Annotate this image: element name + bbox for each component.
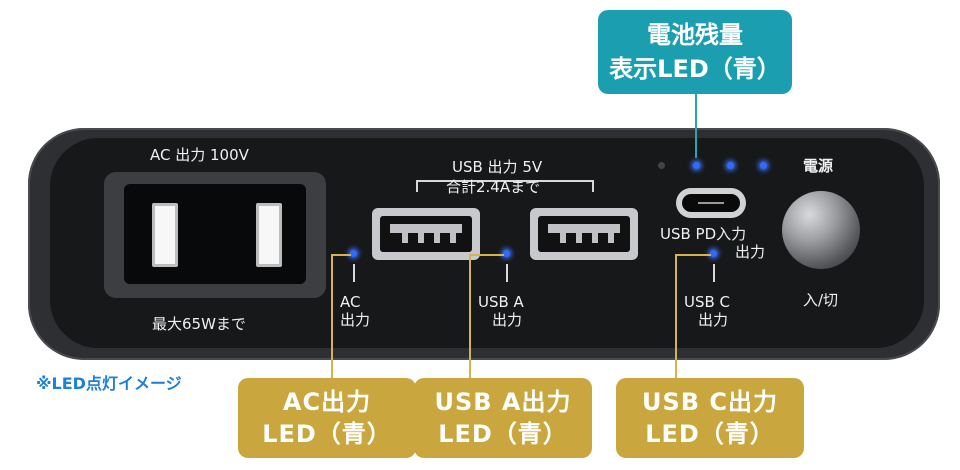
usb-a-port-2-socket [538, 216, 630, 252]
usb-a-port-1-socket [380, 216, 472, 252]
ac-led-label-line1: AC [340, 293, 361, 311]
usb-pd-label-line2: 出力 [735, 243, 766, 261]
battery-led-2 [693, 162, 700, 169]
led-illustration-note: ※LED点灯イメージ [36, 374, 182, 393]
usba-led-callout-line1: USB A出力 [434, 388, 572, 416]
usb-a-port-1[interactable] [372, 208, 480, 260]
ac-outlet-slot-left [152, 203, 178, 267]
battery-led-1 [658, 162, 665, 169]
usba-led-callout-line2: LED（青） [438, 420, 568, 448]
ac-max-label: 最大65Wまで [152, 315, 246, 333]
ac-led-callout-line2: LED（青） [262, 420, 392, 448]
power-button[interactable] [782, 191, 860, 269]
battery-led-callout-line1: 電池残量 [647, 21, 743, 49]
ac-led-callout-line1: AC出力 [282, 388, 372, 416]
power-onoff-label: 入/切 [803, 291, 839, 309]
usba-callout-line [469, 255, 471, 379]
usb-c-output-led [710, 250, 717, 257]
ac-led-callout: AC出力 LED（青） [238, 378, 416, 458]
usb-a-led-tick [506, 264, 508, 282]
ac-led-tick [353, 264, 355, 282]
usb-c-port-socket [682, 194, 740, 212]
battery-led-callout-line2: 表示LED（青） [609, 55, 781, 83]
usb-a-output-led [503, 250, 510, 257]
ac-outlet-slot-right [256, 203, 282, 267]
usb-output-label: USB 出力 5V [452, 158, 543, 176]
usbc-led-callout-line1: USB C出力 [641, 388, 779, 416]
usb-c-led-tick [713, 264, 715, 282]
ac-led-label-line2: 出力 [340, 311, 371, 329]
usb-a-port-2[interactable] [530, 208, 638, 260]
power-label: 電源 [803, 157, 834, 175]
ac-output-label: AC 出力 100V [150, 146, 249, 164]
ac-output-led [350, 250, 357, 257]
usb-c-led-label-line2: 出力 [698, 311, 729, 329]
usb-a-led-label-line2: 出力 [492, 311, 523, 329]
usb-a-led-label-line1: USB A [478, 293, 524, 311]
usb-pd-label-line1: USB PD入力 [660, 225, 747, 243]
usb-total-label: 合計2.4Aまで [446, 178, 541, 196]
battery-led-4 [760, 162, 767, 169]
usbc-led-callout: USB C出力 LED（青） [616, 378, 804, 458]
battery-led-3 [727, 162, 734, 169]
usb-c-led-label-line1: USB C [684, 293, 731, 311]
usba-led-callout: USB A出力 LED（青） [414, 378, 592, 458]
battery-callout-line [695, 94, 697, 158]
usb-c-port[interactable] [676, 188, 746, 218]
usbc-led-callout-line2: LED（青） [645, 420, 775, 448]
battery-led-callout: 電池残量 表示LED（青） [598, 10, 792, 94]
usbc-callout-line [675, 255, 677, 379]
usb-bracket [416, 180, 594, 192]
ac-callout-line [331, 255, 333, 379]
